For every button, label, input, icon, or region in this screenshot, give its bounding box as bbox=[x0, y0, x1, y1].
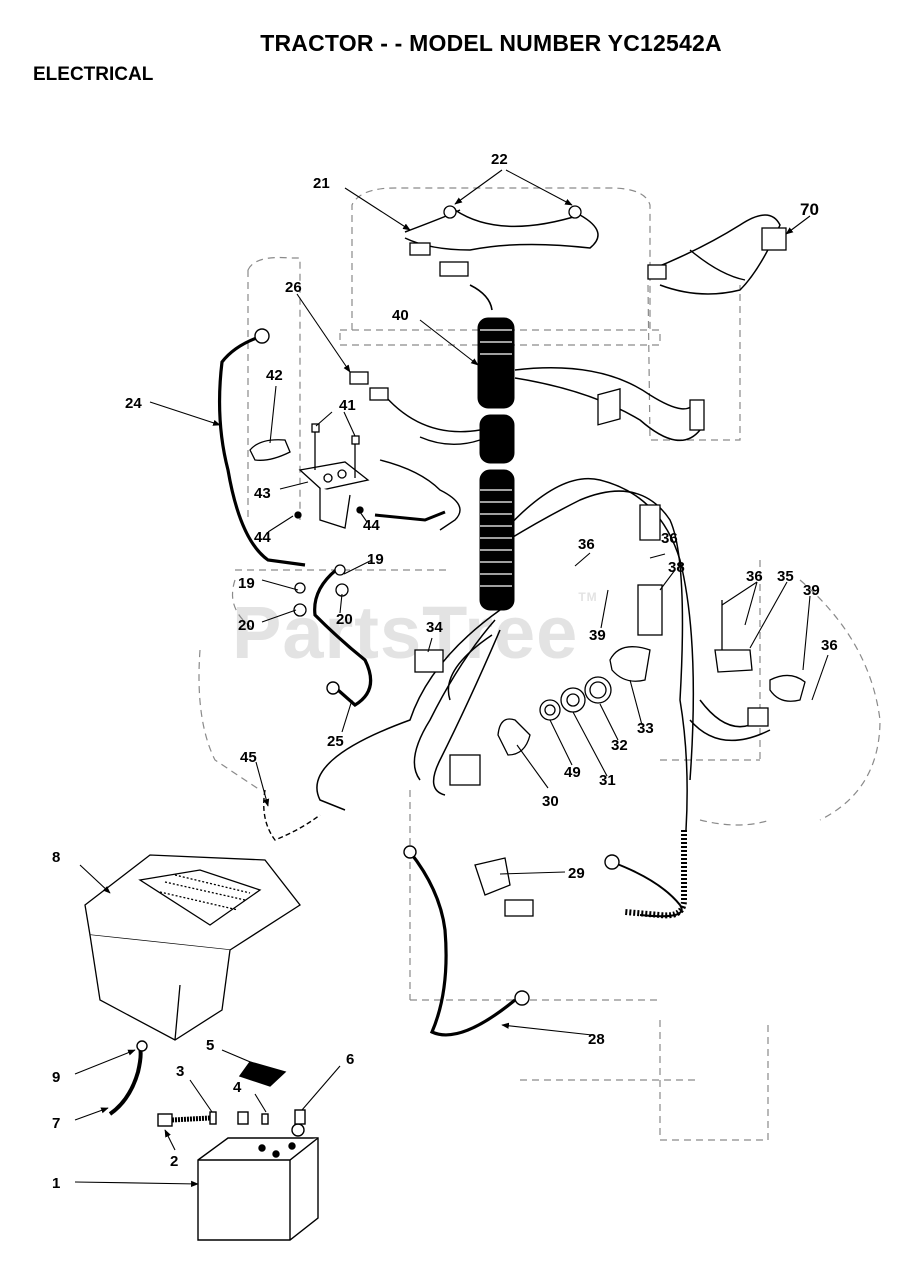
coiled-cable bbox=[624, 830, 687, 919]
callout-42: 42 bbox=[266, 367, 283, 384]
callout-70: 70 bbox=[800, 200, 819, 219]
callout-33: 33 bbox=[637, 720, 654, 737]
callout-45: 45 bbox=[240, 749, 257, 766]
callout-22: 22 bbox=[491, 151, 508, 168]
callout-24: 24 bbox=[125, 395, 142, 412]
callout-39-left: 39 bbox=[589, 627, 606, 644]
callout-39-right: 39 bbox=[803, 582, 820, 599]
callout-41: 41 bbox=[339, 397, 356, 414]
callout-7: 7 bbox=[52, 1115, 60, 1132]
conduit bbox=[477, 317, 515, 611]
callout-44-left: 44 bbox=[254, 529, 271, 546]
tractor-frame-outline bbox=[198, 187, 881, 1141]
callout-20-left: 20 bbox=[238, 617, 255, 634]
callout-6: 6 bbox=[346, 1051, 354, 1068]
callout-19-left: 19 bbox=[238, 575, 255, 592]
callout-34: 34 bbox=[426, 619, 443, 636]
callout-38: 38 bbox=[668, 559, 685, 576]
callout-26: 26 bbox=[285, 279, 302, 296]
page-title: TRACTOR - - MODEL NUMBER YC12542A bbox=[260, 30, 722, 56]
callout-19-right: 19 bbox=[367, 551, 384, 568]
callouts: 1 2 3 4 5 6 7 8 9 19 19 20 20 21 22 24 2… bbox=[52, 151, 838, 1192]
solenoid bbox=[249, 423, 446, 617]
callout-21: 21 bbox=[313, 175, 330, 192]
callout-2: 2 bbox=[170, 1153, 178, 1170]
callout-28: 28 bbox=[588, 1031, 605, 1048]
leader-lines bbox=[74, 169, 829, 1187]
section-title: ELECTRICAL bbox=[33, 64, 154, 85]
callout-4: 4 bbox=[233, 1079, 242, 1096]
callout-30: 30 bbox=[542, 793, 559, 810]
callout-40: 40 bbox=[392, 307, 409, 324]
switch-components bbox=[349, 205, 806, 917]
cables bbox=[217, 209, 781, 1037]
callout-29: 29 bbox=[568, 865, 585, 882]
callout-36-d: 36 bbox=[821, 637, 838, 654]
callout-36-b: 36 bbox=[661, 530, 678, 547]
callout-35: 35 bbox=[777, 568, 794, 585]
callout-20-right: 20 bbox=[336, 611, 353, 628]
callout-31: 31 bbox=[599, 772, 616, 789]
watermark: PartsTreeTM bbox=[232, 590, 598, 674]
battery-box bbox=[84, 854, 301, 1041]
callout-25: 25 bbox=[327, 733, 344, 750]
battery-hardware bbox=[108, 1040, 306, 1127]
callout-49: 49 bbox=[564, 764, 581, 781]
callout-32: 32 bbox=[611, 737, 628, 754]
callout-8: 8 bbox=[52, 849, 60, 866]
callout-3: 3 bbox=[176, 1063, 184, 1080]
callout-44-right: 44 bbox=[363, 517, 380, 534]
callout-5: 5 bbox=[206, 1037, 214, 1054]
battery bbox=[197, 1123, 319, 1241]
callout-43: 43 bbox=[254, 485, 271, 502]
callout-9: 9 bbox=[52, 1069, 60, 1086]
callout-36-c: 36 bbox=[746, 568, 763, 585]
callout-36-a: 36 bbox=[578, 536, 595, 553]
callout-1: 1 bbox=[52, 1175, 60, 1192]
